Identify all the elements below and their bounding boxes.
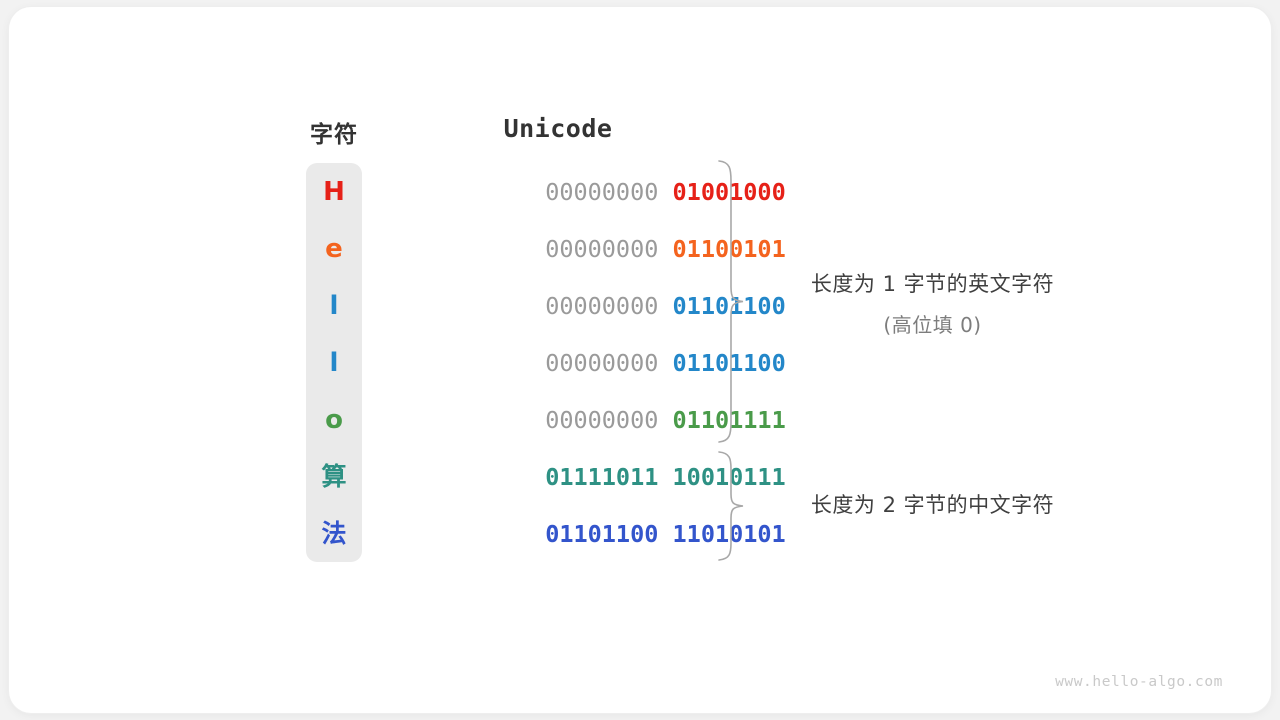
- row-unicode-bits: 00000000 01001000: [362, 150, 1006, 234]
- low-byte: 01101111: [672, 405, 786, 434]
- figure-card: [9, 7, 1271, 713]
- row-unicode-bits: 00000000 01101100: [362, 264, 1006, 348]
- table-row: o 00000000 01101111: [306, 391, 1006, 448]
- row-unicode-bits: 01101100 11010101: [362, 492, 1006, 576]
- brace-two-byte-group: [716, 450, 746, 562]
- low-byte: 01100101: [672, 234, 786, 263]
- column-header-character: 字符: [310, 122, 358, 148]
- high-byte: 00000000: [545, 234, 659, 263]
- low-byte: 01111011 10010111: [545, 462, 786, 491]
- annotation-one-byte: 长度为 1 字节的英文字符 (高位填 0): [760, 268, 1105, 338]
- low-byte: 01001000: [672, 177, 786, 206]
- low-byte: 01101100: [672, 348, 786, 377]
- row-character: 法: [321, 519, 347, 548]
- row-unicode-bits: 00000000 01100101: [362, 207, 1006, 291]
- brace-one-byte-group: [716, 159, 746, 444]
- annotation-one-byte-line1: 长度为 1 字节的英文字符: [810, 272, 1055, 296]
- row-character: l: [329, 290, 339, 321]
- table-row: l 00000000 01101100: [306, 277, 1006, 334]
- high-byte: 00000000: [545, 405, 659, 434]
- annotation-one-byte-line2: (高位填 0): [883, 313, 982, 337]
- row-unicode-bits: 01111011 10010111: [362, 435, 1006, 519]
- high-byte: 00000000: [545, 291, 659, 320]
- byte-separator: [658, 292, 672, 320]
- byte-separator: [658, 178, 672, 206]
- annotation-two-byte-line1: 长度为 2 字节的中文字符: [810, 493, 1055, 517]
- row-character: l: [329, 347, 339, 378]
- row-character: 算: [321, 462, 347, 491]
- row-unicode-bits: 00000000 01101111: [362, 378, 1006, 462]
- character-column-background: [306, 163, 362, 562]
- row-character: H: [323, 176, 345, 207]
- low-byte: 01101100: [672, 291, 786, 320]
- table-row: l 00000000 01101100: [306, 334, 1006, 391]
- table-row: e 00000000 01100101: [306, 220, 1006, 277]
- watermark: www.hello-algo.com: [1055, 674, 1223, 690]
- column-header-unicode: Unicode: [503, 114, 613, 143]
- table-row: 算 01111011 10010111: [306, 448, 1006, 505]
- high-byte: 00000000: [545, 348, 659, 377]
- byte-separator: [658, 349, 672, 377]
- annotation-two-byte: 长度为 2 字节的中文字符: [760, 489, 1105, 519]
- table-row: 法 01101100 11010101: [306, 505, 1006, 562]
- byte-separator: [658, 235, 672, 263]
- high-byte: 00000000: [545, 177, 659, 206]
- row-character: e: [325, 233, 343, 264]
- table-row: H 00000000 01001000: [306, 163, 1006, 220]
- row-unicode-bits: 00000000 01101100: [362, 321, 1006, 405]
- row-character: o: [325, 404, 343, 435]
- byte-separator: [658, 406, 672, 434]
- low-byte: 01101100 11010101: [545, 519, 786, 548]
